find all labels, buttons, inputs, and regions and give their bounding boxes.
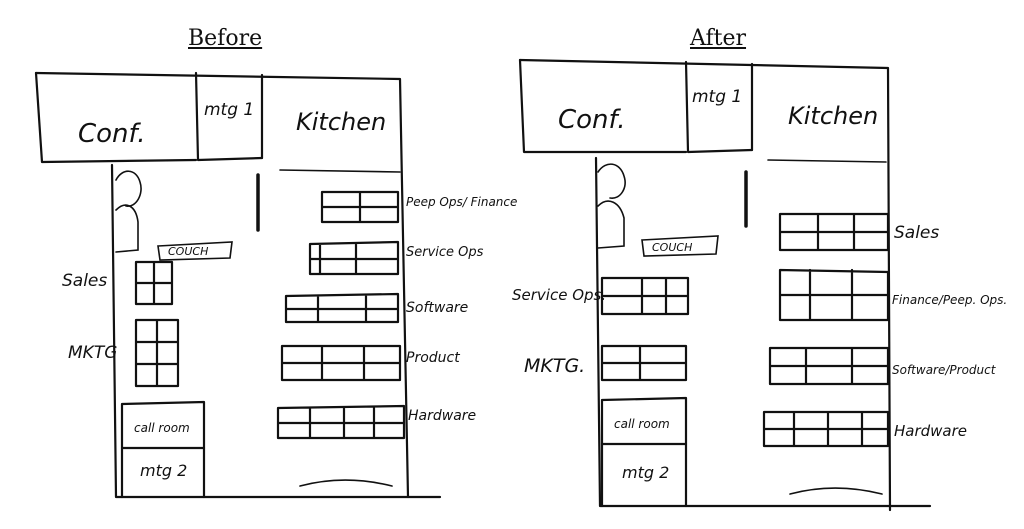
- before-right-label-peep-ops: Peep Ops/ Finance: [406, 195, 517, 209]
- before-call-room-label: call room: [134, 421, 190, 435]
- after-right-label-hardware: Hardware: [894, 422, 967, 440]
- after-title: After: [690, 26, 747, 51]
- after-call-room-label: call room: [614, 417, 670, 431]
- before-mtg2-label: mtg 2: [140, 461, 187, 480]
- after-floorplan: [518, 58, 932, 512]
- before-right-label-service-ops: Service Ops: [406, 245, 484, 260]
- after-mtg2-label: mtg 2: [622, 463, 669, 482]
- after-right-label-finance-peep-ops: Finance/Peep. Ops.: [892, 293, 1007, 307]
- before-floorplan: [34, 71, 442, 499]
- before-conf-label: Conf.: [78, 119, 146, 149]
- after-mtg1-label: mtg 1: [692, 87, 742, 107]
- before-couch-label: COUCH: [168, 245, 208, 258]
- after-couch-label: COUCH: [652, 241, 692, 254]
- before-left-label-sales: Sales: [62, 271, 107, 291]
- before-left-label-mktg: MKTG: [68, 343, 117, 363]
- after-left-label-mktg: MKTG.: [524, 355, 585, 377]
- before-title: Before: [188, 26, 263, 51]
- before-kitchen-label: Kitchen: [296, 108, 386, 136]
- before-right-label-product: Product: [406, 350, 460, 366]
- after-kitchen-label: Kitchen: [788, 102, 878, 130]
- after-right-label-software-product: Software/Product: [892, 363, 997, 377]
- after-left-label-service-ops: Service Ops.: [512, 286, 606, 304]
- before-right-label-software: Software: [406, 300, 468, 316]
- before-right-label-hardware: Hardware: [408, 408, 476, 424]
- after-conf-label: Conf.: [558, 105, 626, 135]
- before-mtg1-label: mtg 1: [204, 100, 254, 120]
- after-right-label-sales: Sales: [894, 223, 939, 243]
